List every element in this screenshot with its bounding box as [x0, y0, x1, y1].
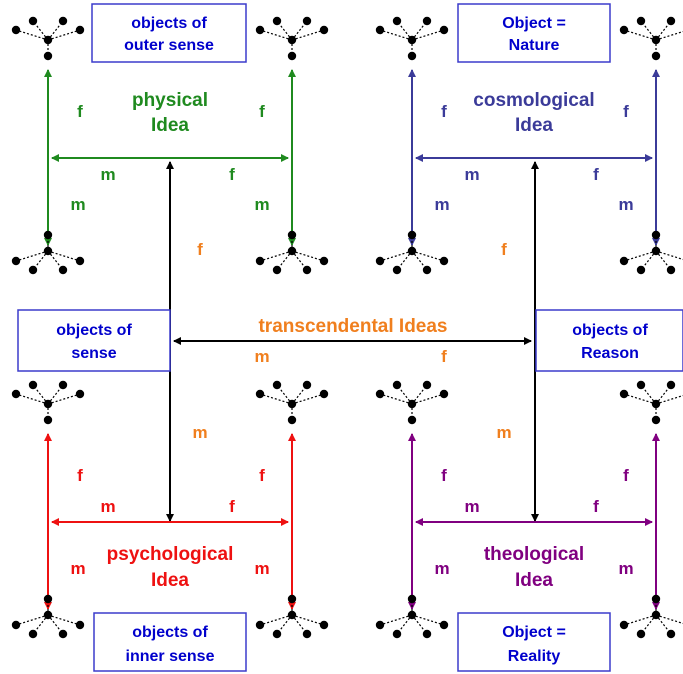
- letter-m: m: [100, 165, 115, 184]
- theological-idea-line1: theological: [484, 544, 584, 565]
- object-boxes: objects of outer sense Object = Nature o…: [17, 3, 683, 672]
- outer-sense-line1: objects of: [131, 15, 207, 32]
- idea-titles: physical Idea cosmological Idea psycholo…: [107, 90, 595, 591]
- outer-sense-box: objects of outer sense: [91, 3, 247, 63]
- letter-f: f: [593, 165, 599, 184]
- cosmological-idea-line2: Idea: [515, 115, 553, 136]
- cosmological-quadrant: [408, 69, 660, 246]
- theological-idea-line2: Idea: [515, 570, 553, 591]
- outer-sense-line2: outer sense: [124, 37, 214, 54]
- letter-m: m: [618, 559, 633, 578]
- letter-f: f: [501, 240, 507, 259]
- letter-m: m: [254, 347, 269, 366]
- physical-quadrant: [44, 69, 296, 246]
- cosmological-idea-line1: cosmological: [473, 90, 594, 111]
- psychological-idea-line2: Idea: [151, 570, 189, 591]
- fork-glyph: [255, 594, 329, 639]
- letter-m: m: [434, 195, 449, 214]
- letter-f: f: [229, 497, 235, 516]
- reason-box-frame: [535, 309, 683, 372]
- reality-box-frame: [457, 612, 611, 672]
- letter-f: f: [441, 466, 447, 485]
- psychological-idea-line1: psychological: [107, 544, 234, 565]
- fork-glyph: [619, 594, 683, 639]
- letter-f: f: [593, 497, 599, 516]
- fork-glyph: [375, 16, 449, 61]
- reality-box: Object = Reality: [457, 612, 611, 672]
- outer-sense-box-frame: [91, 3, 247, 63]
- letter-m: m: [496, 423, 511, 442]
- letter-f: f: [259, 102, 265, 121]
- fork-glyph: [11, 16, 85, 61]
- letter-m: m: [70, 559, 85, 578]
- letter-f: f: [229, 165, 235, 184]
- sense-line2: sense: [71, 345, 116, 362]
- letter-f: f: [77, 102, 83, 121]
- fork-glyph: [255, 380, 329, 425]
- reality-line1: Object =: [502, 624, 566, 641]
- letter-f: f: [623, 102, 629, 121]
- letter-m: m: [434, 559, 449, 578]
- fork-glyph: [619, 16, 683, 61]
- letter-m: m: [254, 195, 269, 214]
- physical-idea-line1: physical: [132, 90, 208, 111]
- transcendental-ideas-label: transcendental Ideas: [258, 316, 447, 337]
- fork-glyph: [375, 230, 449, 275]
- inner-sense-box-frame: [93, 612, 247, 672]
- reason-line2: Reason: [581, 345, 639, 362]
- nature-box: Object = Nature: [457, 3, 611, 63]
- letter-m: m: [100, 497, 115, 516]
- letter-m: m: [70, 195, 85, 214]
- letter-m: m: [464, 497, 479, 516]
- theological-quadrant: [408, 433, 660, 610]
- psychological-quadrant: [44, 433, 296, 610]
- nature-line1: Object =: [502, 15, 566, 32]
- letter-f: f: [77, 466, 83, 485]
- inner-sense-box: objects of inner sense: [93, 612, 247, 672]
- letter-f: f: [259, 466, 265, 485]
- letter-m: m: [254, 559, 269, 578]
- letter-m: m: [192, 423, 207, 442]
- letter-f: f: [441, 347, 447, 366]
- inner-sense-line1: objects of: [132, 624, 208, 641]
- physical-idea-line2: Idea: [151, 115, 189, 136]
- letter-f: f: [623, 466, 629, 485]
- fork-glyph: [11, 230, 85, 275]
- letter-f: f: [441, 102, 447, 121]
- nature-line2: Nature: [509, 37, 560, 54]
- fork-glyph: [619, 380, 683, 425]
- fork-glyph: [255, 230, 329, 275]
- central-arrows: [166, 161, 539, 522]
- inner-sense-line2: inner sense: [126, 648, 215, 665]
- letter-m: m: [464, 165, 479, 184]
- nature-box-frame: [457, 3, 611, 63]
- sense-box-frame: [17, 309, 171, 372]
- fork-glyph: [255, 16, 329, 61]
- letter-m: m: [618, 195, 633, 214]
- reality-line2: Reality: [508, 648, 561, 665]
- sense-line1: objects of: [56, 322, 132, 339]
- fork-glyph: [375, 594, 449, 639]
- letter-f: f: [197, 240, 203, 259]
- fork-glyph: [11, 380, 85, 425]
- fork-glyph: [619, 230, 683, 275]
- relation-letters: f f m f m m f f m f m m f f m f m m f f …: [70, 102, 633, 578]
- reason-box: objects of Reason: [535, 309, 683, 372]
- sense-box: objects of sense: [17, 309, 171, 372]
- fork-glyphs: [11, 16, 683, 639]
- fork-glyph: [375, 380, 449, 425]
- reason-line1: objects of: [572, 322, 648, 339]
- fork-glyph: [11, 594, 85, 639]
